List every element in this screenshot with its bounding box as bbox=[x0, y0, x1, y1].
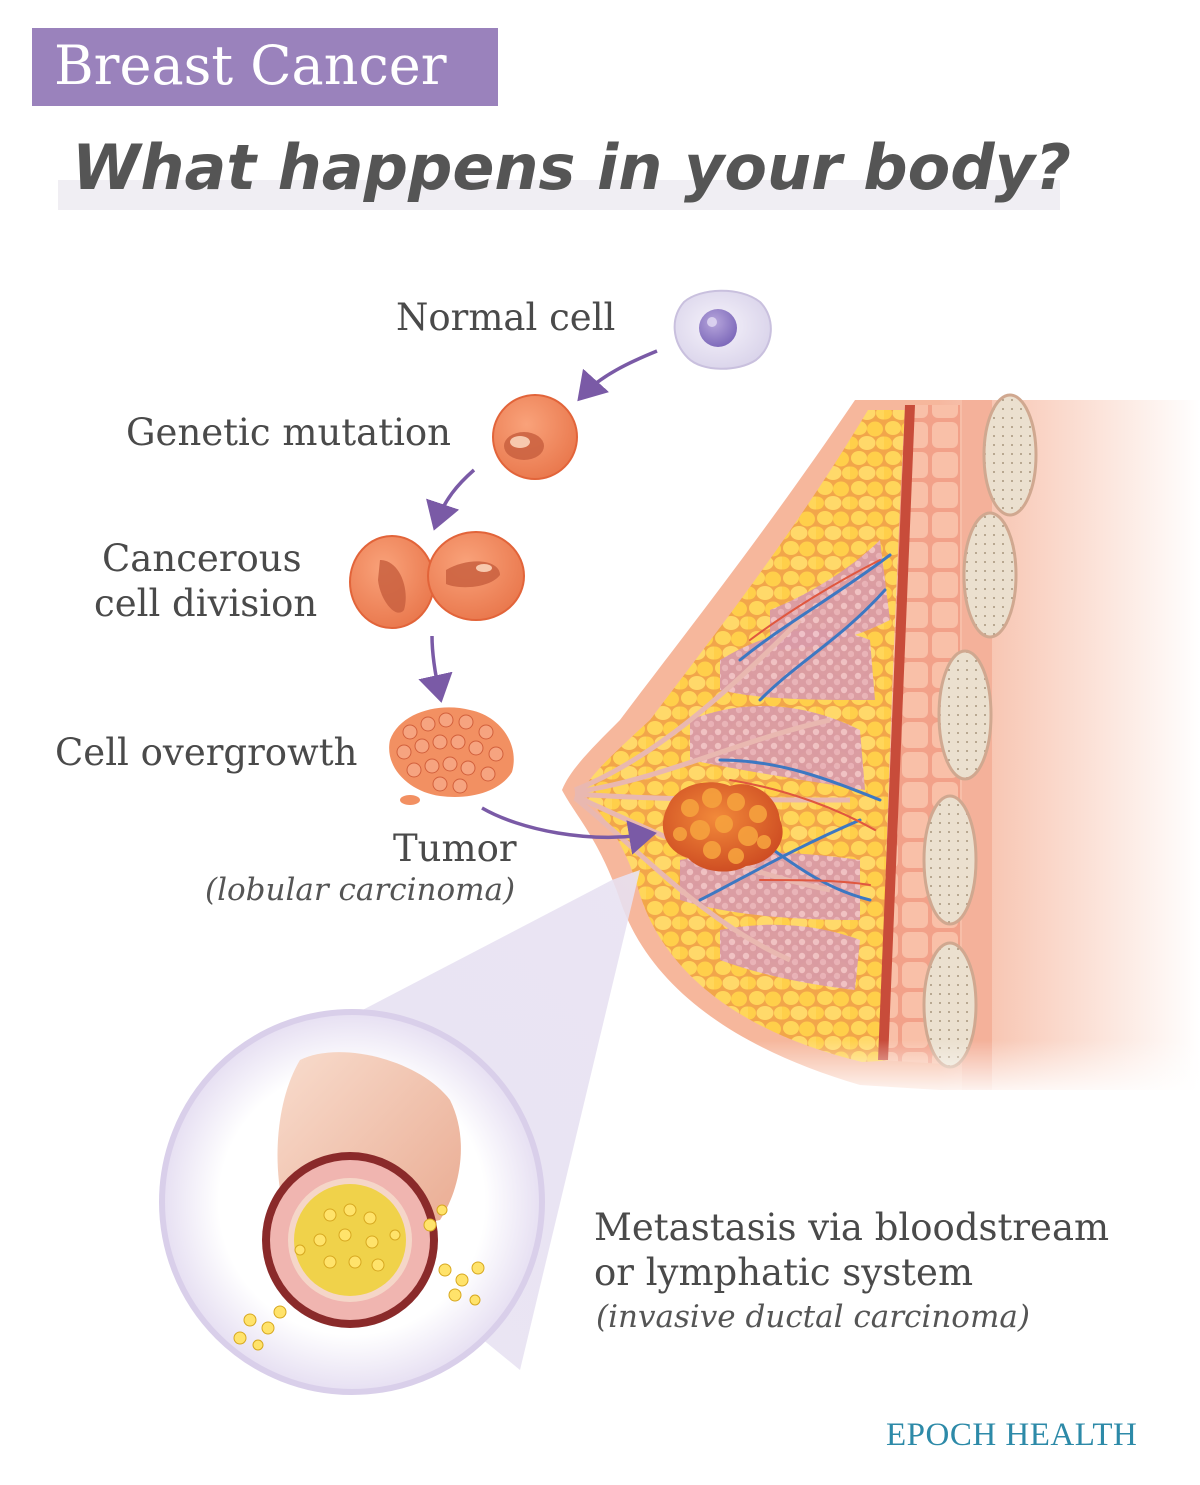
arrow-mutation-to-division bbox=[426, 468, 476, 531]
dividing-cells bbox=[349, 531, 525, 629]
breast-lobules bbox=[680, 540, 890, 990]
label-metastasis-line2: or lymphatic system bbox=[594, 1251, 974, 1294]
mutated-cell bbox=[492, 394, 578, 480]
headline: What happens in your body? bbox=[72, 131, 1072, 204]
ribs bbox=[922, 393, 1038, 1090]
arrow-overgrowth-to-tumor bbox=[481, 806, 657, 855]
normal-cell bbox=[673, 289, 772, 370]
breast-cross-section bbox=[560, 393, 1200, 1100]
label-invasive-ductal-carcinoma: (invasive ductal carcinoma) bbox=[596, 1299, 1030, 1335]
arrow-division-to-overgrowth bbox=[418, 635, 453, 703]
label-cell-overgrowth: Cell overgrowth bbox=[55, 731, 358, 774]
label-cancerous: Cancerous bbox=[102, 537, 302, 580]
headline-underline-bar bbox=[58, 180, 1060, 210]
label-cell-division: cell division bbox=[94, 582, 318, 625]
breast-tumor bbox=[662, 782, 783, 872]
label-genetic-mutation: Genetic mutation bbox=[126, 411, 452, 454]
label-normal-cell: Normal cell bbox=[396, 296, 616, 339]
title-badge-text: Breast Cancer bbox=[54, 34, 447, 97]
label-lobular-carcinoma: (lobular carcinoma) bbox=[205, 872, 516, 908]
arrow-normal-to-mutation bbox=[577, 349, 658, 402]
zoom-circle bbox=[159, 1009, 545, 1395]
cell-overgrowth-cluster bbox=[389, 707, 514, 805]
progression-arrows bbox=[418, 349, 658, 855]
title-badge bbox=[32, 28, 498, 106]
brand-logo-text: EPOCH HEALTH bbox=[886, 1417, 1138, 1453]
label-metastasis-line1: Metastasis via bloodstream bbox=[594, 1206, 1110, 1249]
label-tumor: Tumor bbox=[393, 827, 517, 870]
